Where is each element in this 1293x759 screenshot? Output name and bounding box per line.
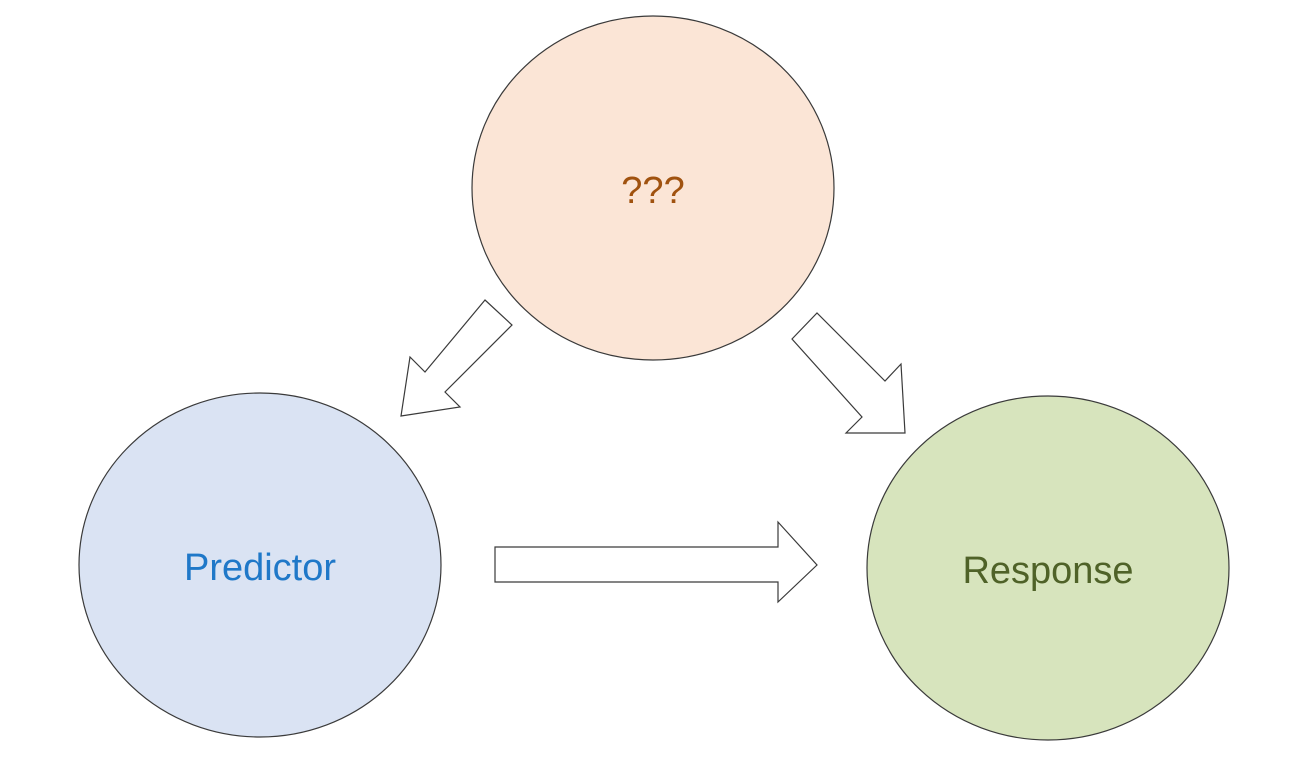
confounder-node (471, 15, 835, 361)
arrow-confounder-to-response (791, 312, 906, 434)
arrow-predictor-to-response (494, 520, 818, 604)
response-label: Response (962, 550, 1133, 592)
predictor-node (78, 392, 442, 738)
response-node (866, 395, 1230, 741)
arrow-confounder-to-predictor (400, 299, 513, 417)
predictor-label: Predictor (184, 547, 336, 589)
confounder-label: ??? (621, 170, 684, 212)
